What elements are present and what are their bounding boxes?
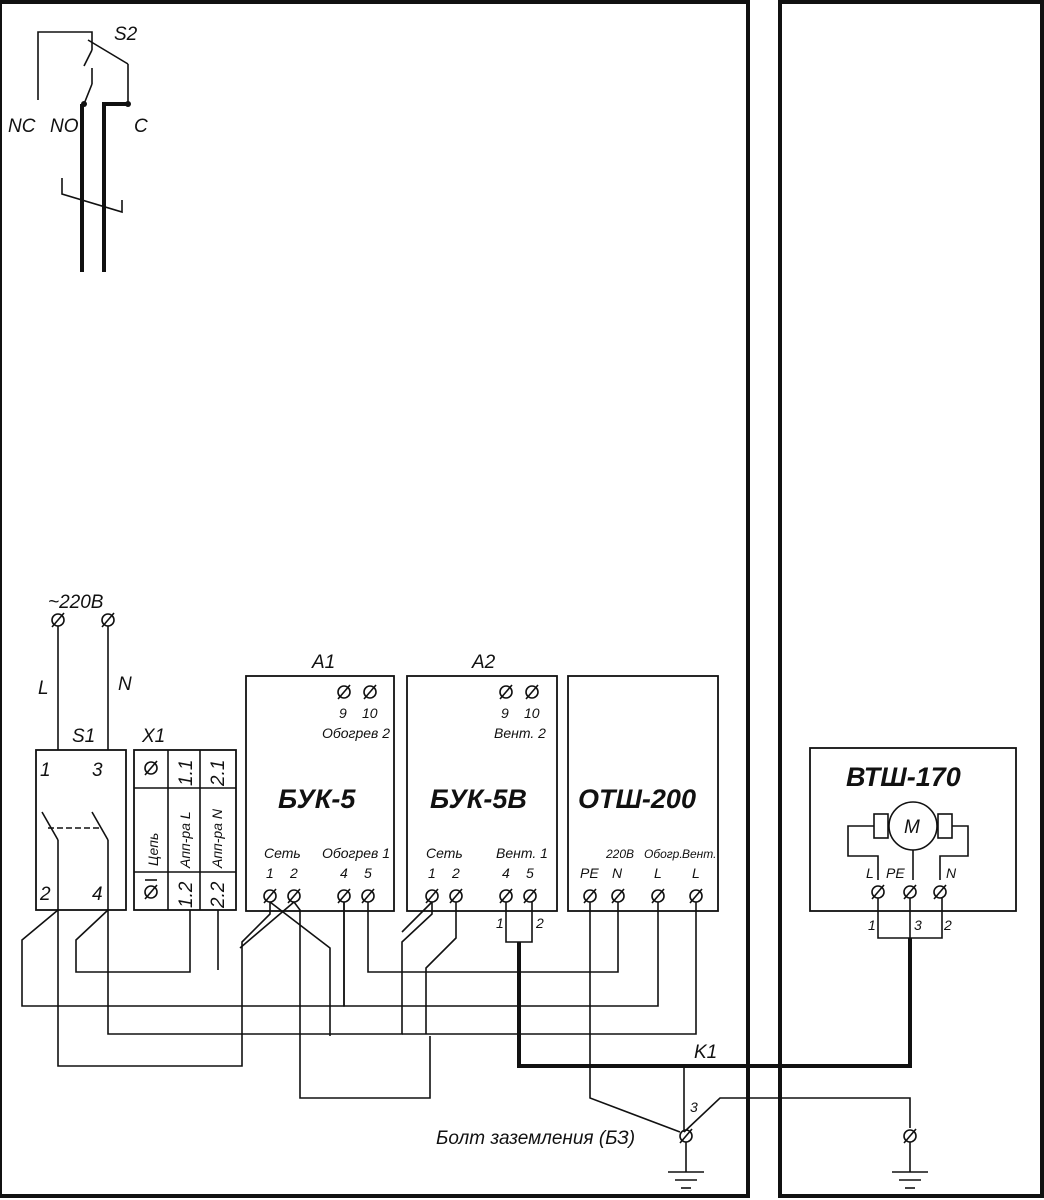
a1-title: БУК-5 (278, 784, 356, 814)
supply-n-label: N (118, 674, 132, 695)
a1-heat1-label: Обогрев 1 (322, 845, 390, 861)
a2-title: БУК-5В (430, 784, 527, 814)
a1-net-label: Сеть (264, 845, 301, 861)
wiring: 1 2 (21, 901, 912, 1133)
x1-app-l-label: Апп-ра L (177, 811, 193, 869)
a2-jumper-2: 2 (535, 915, 544, 931)
vtsh-pe-label: PE (886, 865, 905, 881)
cabinet-frame-right (778, 0, 1044, 1198)
s2-nc-label: NC (8, 116, 36, 137)
otsh-vent-label: Вент. (682, 847, 716, 861)
terminal-block-x1: X1 Цепь Апп-ра L Апп-ра N 1.1 2.1 1.2 2.… (133, 726, 237, 911)
a1-pin-9: 9 (339, 705, 347, 721)
a1-pin-2: 2 (289, 865, 298, 881)
otsh-n-label: N (612, 865, 623, 881)
unit-vtsh-170: ВТШ-170 M L PE N 1 3 2 (809, 747, 1017, 939)
unit-otsh-200: ОТШ-200 220В Обогр. Вент. PE N L L (567, 675, 719, 912)
breaker-s1: S1 1 3 2 4 (35, 726, 127, 911)
cabinet-frame-left (0, 0, 750, 1198)
s2-c-label: C (134, 116, 148, 137)
a2-jumper-1: 1 (496, 915, 504, 931)
vtsh-n-label: N (946, 865, 957, 881)
a1-heat2-label: Обогрев 2 (322, 725, 390, 741)
a2-ref-label: A2 (471, 652, 496, 673)
a2-pin-5: 5 (526, 865, 534, 881)
a2-net-label: Сеть (426, 845, 463, 861)
vtsh-pin-3: 3 (914, 917, 922, 933)
x1-label: X1 (141, 726, 165, 747)
s2-label: S2 (114, 24, 138, 45)
a1-pin-1: 1 (266, 865, 274, 881)
ground-bolt-label: Болт заземления (БЗ) (436, 1128, 635, 1149)
a2-pin-1: 1 (428, 865, 436, 881)
grounding: K1 3 Болт заземления (БЗ) (436, 1042, 929, 1189)
x1-app-n-label: Апп-ра N (209, 808, 225, 869)
a2-pin-10: 10 (524, 705, 540, 721)
otsh-heat-l-label: L (654, 865, 662, 881)
unit-a2-buk-5v: A2 9 10 Вент. 2 БУК-5В Сеть Вент. 1 1 2 … (406, 652, 558, 912)
a2-vent1-label: Вент. 1 (496, 845, 548, 861)
a1-pin-10: 10 (362, 705, 378, 721)
ground-symbol-right (891, 1171, 929, 1189)
ground-symbol-left (667, 1171, 705, 1189)
a1-ref-label: A1 (311, 652, 335, 673)
x1-pin-2-1: 2.1 (208, 760, 229, 787)
otsh-heat-label: Обогр. (644, 847, 683, 861)
vtsh-pin-1: 1 (868, 917, 876, 933)
otsh-vent-l-label: L (692, 865, 700, 881)
s2-no-label: NO (50, 116, 79, 137)
x1-pin-1-2: 1.2 (176, 881, 197, 908)
k1-label: K1 (694, 1042, 717, 1063)
vtsh-l-label: L (866, 865, 874, 881)
motor-label: M (904, 817, 920, 838)
s1-terminal-2: 2 (39, 884, 51, 905)
k1-pin-label: 3 (690, 1099, 698, 1115)
x1-pin-2-2: 2.2 (208, 881, 229, 909)
supply-voltage-label: ~220В (48, 592, 104, 613)
a2-pin-2: 2 (451, 865, 460, 881)
a1-pin-4: 4 (340, 865, 348, 881)
supply-l-label: L (38, 678, 49, 699)
x1-circuit-label: Цепь (145, 833, 161, 866)
vtsh-pin-2: 2 (943, 917, 952, 933)
s1-terminal-4: 4 (92, 884, 103, 905)
otsh-title: ОТШ-200 (578, 784, 696, 814)
s1-label: S1 (72, 726, 95, 747)
a1-pin-5: 5 (364, 865, 372, 881)
a2-vent2-label: Вент. 2 (494, 725, 546, 741)
unit-a1-buk-5: A1 9 10 Обогрев 2 БУК-5 Сеть Обогрев 1 1… (245, 652, 395, 912)
vtsh-title: ВТШ-170 (846, 762, 961, 792)
switch-s2: S2 NC NO C (8, 24, 148, 272)
s1-terminal-1: 1 (40, 760, 51, 781)
a2-pin-4: 4 (502, 865, 510, 881)
s1-terminal-3: 3 (92, 760, 103, 781)
a2-pin-9: 9 (501, 705, 509, 721)
x1-pin-1-1: 1.1 (176, 760, 197, 786)
ground-terminal-right (903, 1128, 917, 1144)
otsh-220v-label: 220В (605, 847, 634, 861)
otsh-pe-label: PE (580, 865, 599, 881)
